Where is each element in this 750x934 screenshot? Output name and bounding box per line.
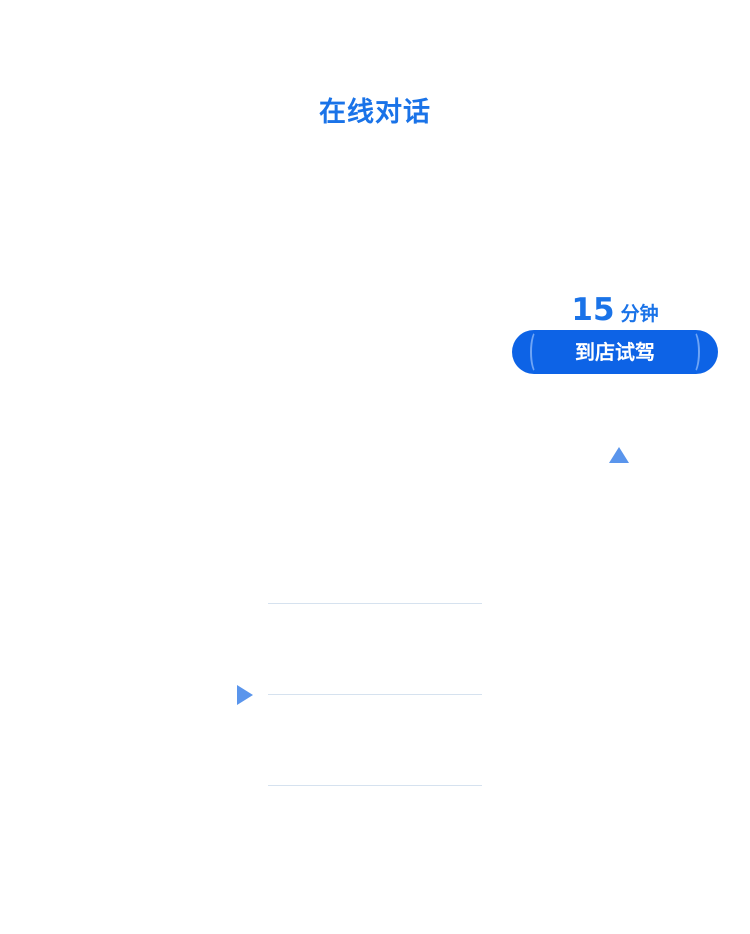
divider-line [268, 785, 482, 786]
test-drive-button-label: 到店试驾 [575, 340, 655, 364]
divider-line [268, 603, 482, 604]
test-drive-button[interactable]: 到店试驾 [512, 330, 718, 374]
play-icon[interactable] [237, 685, 253, 705]
up-arrow-icon[interactable] [609, 447, 629, 463]
duration-number: 15 [571, 292, 615, 328]
duration-unit: 分钟 [620, 303, 659, 325]
page-title: 在线对话 [319, 97, 431, 128]
bracket-left-decoration [530, 330, 544, 374]
divider-line [268, 694, 482, 695]
bracket-right-decoration [686, 330, 700, 374]
